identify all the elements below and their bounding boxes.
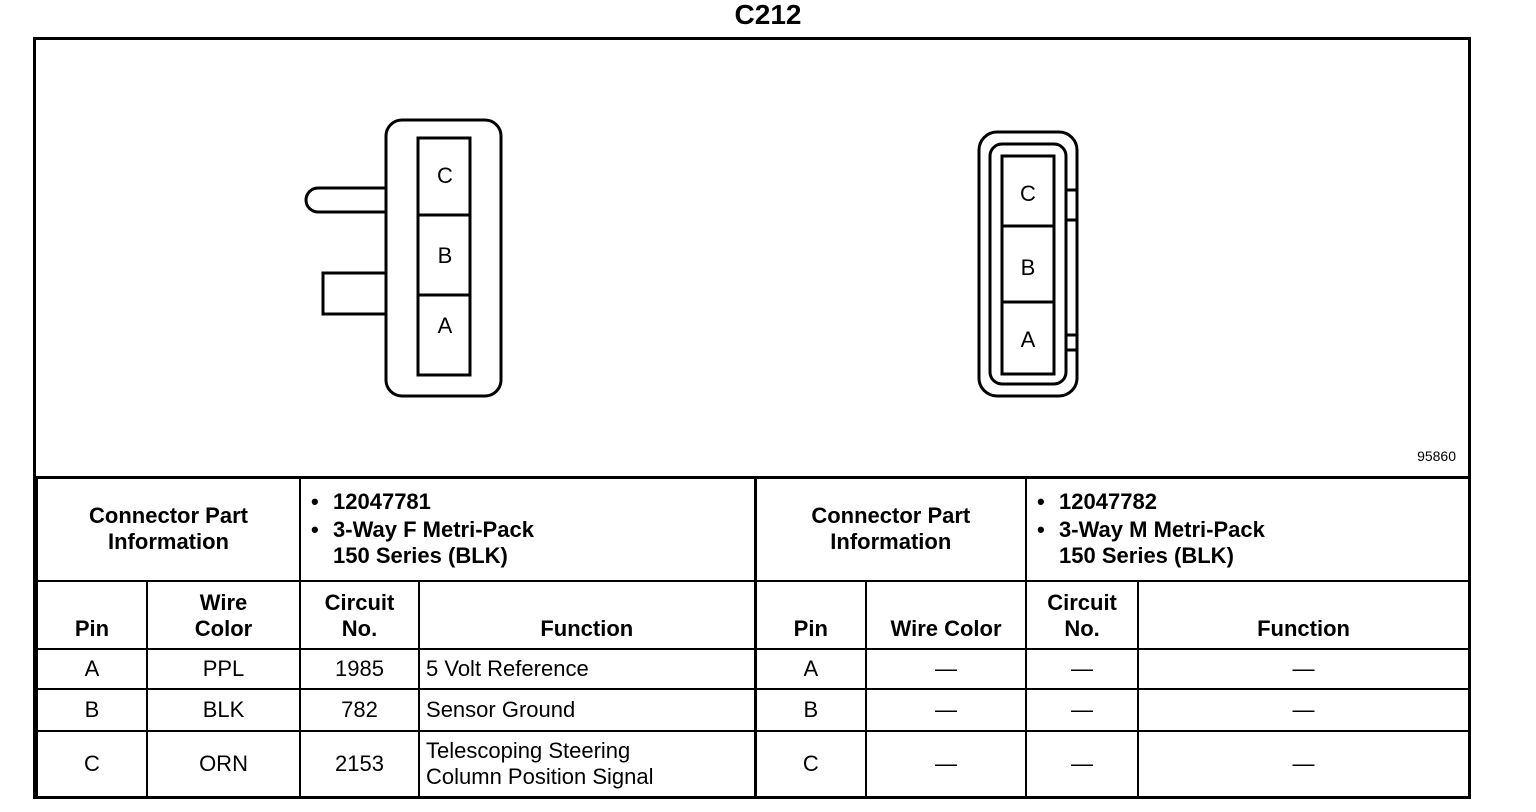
- row-b-m-pin: B: [754, 687, 868, 732]
- row-c-circuit: 2153: [299, 729, 421, 799]
- header-wire-color-m: Wire Color: [865, 579, 1028, 650]
- row-c-m-pin: C: [754, 729, 868, 799]
- row-b-wire-color: BLK: [145, 687, 302, 732]
- row-c-function: Telescoping Steering Column Position Sig…: [418, 729, 757, 799]
- row-a-m-function: —: [1137, 647, 1471, 690]
- connector-info-table: Connector Part Information 12047781 3-Wa…: [35, 476, 1471, 799]
- connector-diagram: C B A C B A 95860: [36, 40, 1468, 476]
- row-c-m-function: —: [1137, 729, 1471, 799]
- male-pin-a-label: A: [1021, 327, 1036, 352]
- connector-drawing: C B A C B A: [304, 118, 1079, 398]
- female-lock-tab: [321, 271, 386, 316]
- column-header-row: Pin Wire Color Circuit No. Function Pin …: [36, 579, 1471, 650]
- figure-number: 95860: [1417, 448, 1456, 464]
- row-b-circuit: 782: [299, 687, 421, 732]
- table-row: C ORN 2153 Telescoping Steering Column P…: [36, 729, 1471, 799]
- row-c-m-circuit: —: [1025, 729, 1140, 799]
- part-info-label-f: Connector Part Information: [35, 476, 302, 582]
- female-connector: [304, 118, 503, 398]
- table-row: B BLK 782 Sensor Ground B — — —: [36, 687, 1471, 732]
- part-number-f: 12047781: [307, 489, 748, 515]
- part-description-m: 3-Way M Metri-Pack 150 Series (BLK): [1033, 517, 1462, 569]
- part-info-label-m: Connector Part Information: [754, 476, 1028, 582]
- female-pin-a-label: A: [438, 313, 453, 338]
- female-latch-tab: [304, 186, 386, 214]
- row-a-pin: A: [36, 647, 148, 690]
- male-connector: [977, 130, 1079, 398]
- header-pin-m: Pin: [754, 579, 868, 650]
- male-pin-cavity: [1000, 154, 1056, 376]
- row-a-wire-color: PPL: [145, 647, 302, 690]
- part-description-f: 3-Way F Metri-Pack 150 Series (BLK): [307, 517, 748, 569]
- male-connector-outer: [977, 130, 1079, 398]
- row-c-m-wire-color: —: [865, 729, 1028, 799]
- connector-frame: C B A C B A 95860: [33, 37, 1471, 799]
- row-a-m-wire-color: —: [865, 647, 1028, 690]
- row-c-wire-color: ORN: [145, 729, 302, 799]
- female-pin-c-label: C: [437, 163, 453, 188]
- male-pin-c-label: C: [1020, 181, 1036, 206]
- row-a-m-pin: A: [754, 647, 868, 690]
- male-connector-inner: [988, 142, 1068, 386]
- female-pin-cavity: [416, 136, 472, 377]
- header-circuit-m: Circuit No.: [1025, 579, 1140, 650]
- row-a-circuit: 1985: [299, 647, 421, 690]
- header-function-f: Function: [418, 579, 757, 650]
- page-title: C212: [734, 0, 802, 30]
- female-connector-body: [384, 118, 503, 398]
- part-info-details-f: 12047781 3-Way F Metri-Pack 150 Series (…: [299, 476, 757, 582]
- row-b-function: Sensor Ground: [418, 687, 757, 732]
- part-info-details-m: 12047782 3-Way M Metri-Pack 150 Series (…: [1025, 476, 1471, 582]
- row-c-pin: C: [36, 729, 148, 799]
- row-b-m-wire-color: —: [865, 687, 1028, 732]
- part-number-m: 12047782: [1033, 489, 1462, 515]
- row-b-m-circuit: —: [1025, 687, 1140, 732]
- part-info-row: Connector Part Information 12047781 3-Wa…: [35, 476, 1471, 582]
- male-pin-b-label: B: [1021, 255, 1036, 280]
- header-wire-color-f: Wire Color: [145, 579, 302, 650]
- header-circuit-f: Circuit No.: [299, 579, 421, 650]
- female-pin-b-label: B: [438, 243, 453, 268]
- row-a-function: 5 Volt Reference: [418, 647, 757, 690]
- row-a-m-circuit: —: [1025, 647, 1140, 690]
- header-pin-f: Pin: [36, 579, 148, 650]
- row-b-m-function: —: [1137, 687, 1471, 732]
- row-b-pin: B: [36, 687, 148, 732]
- table-row: A PPL 1985 5 Volt Reference A — — —: [36, 647, 1471, 690]
- header-function-m: Function: [1137, 579, 1471, 650]
